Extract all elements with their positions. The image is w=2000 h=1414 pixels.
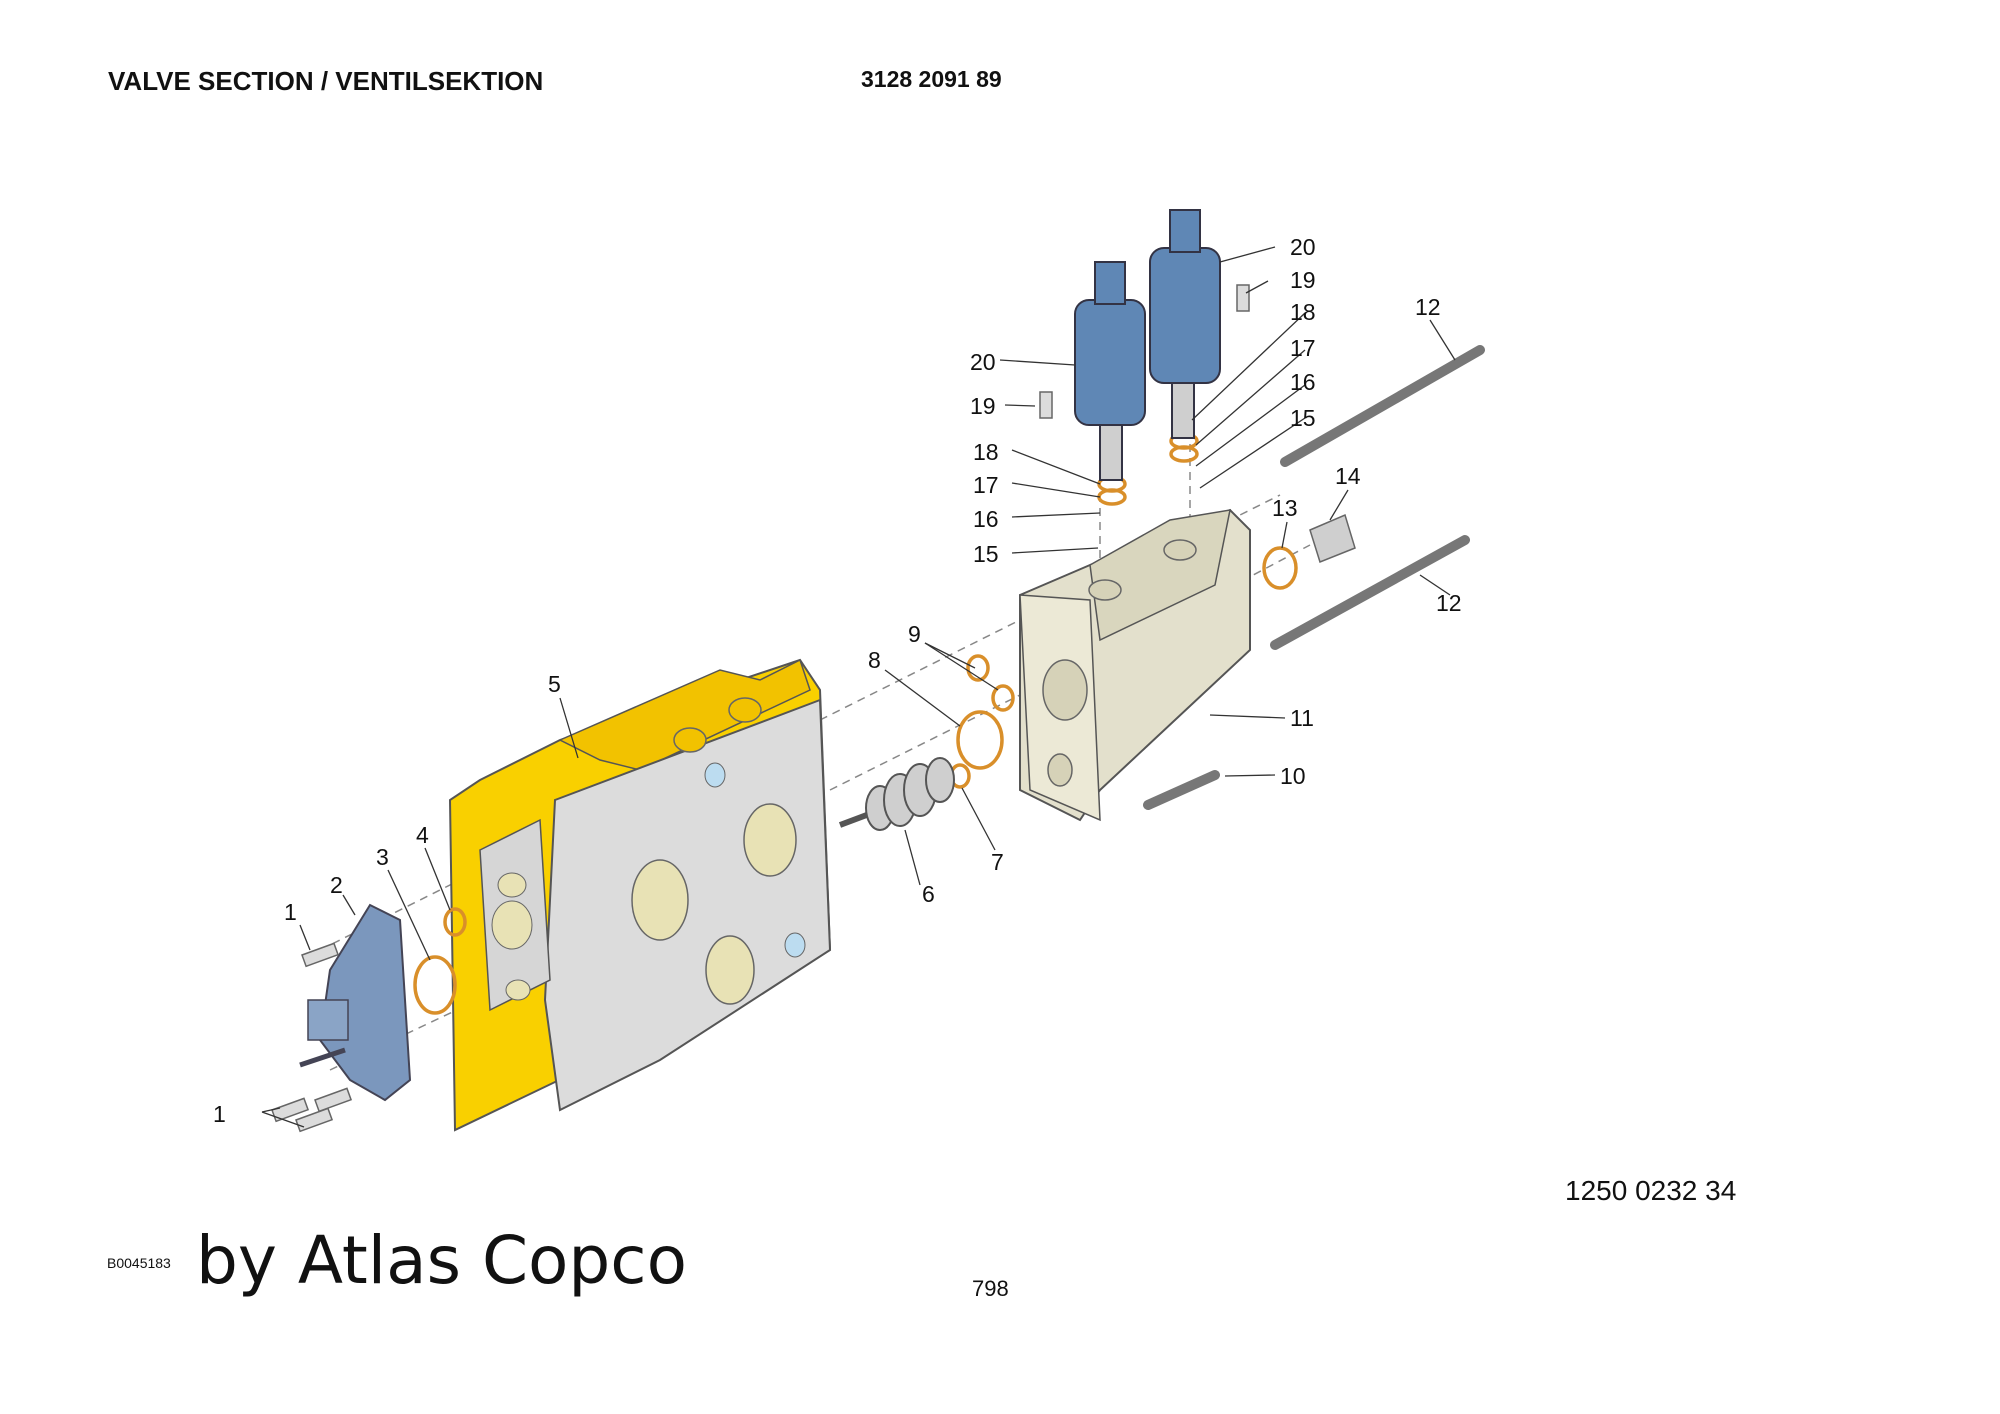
callout-19: 19: [970, 393, 996, 419]
small-screws: [1039, 284, 1356, 563]
callout-1: 1: [213, 1101, 226, 1127]
callout-20: 20: [1290, 234, 1316, 260]
page-number: 798: [972, 1276, 1009, 1301]
callout-16: 16: [1290, 369, 1316, 395]
callout-12: 12: [1436, 590, 1462, 616]
callout-7: 7: [991, 849, 1004, 875]
leader-lines: [261, 246, 1456, 1128]
callout-15: 15: [973, 541, 999, 567]
callout-3: 3: [376, 844, 389, 870]
callout-20: 20: [970, 349, 996, 375]
valve-housing: [448, 658, 832, 1132]
brand-caption: by Atlas Copco: [196, 1222, 687, 1299]
callout-15: 15: [1290, 405, 1316, 431]
part-number: 3128 2091 89: [861, 66, 1002, 92]
solenoids: [1074, 209, 1221, 481]
callout-19: 19: [1290, 267, 1316, 293]
callout-18: 18: [1290, 299, 1316, 325]
spring-assembly: [838, 757, 955, 831]
end-cover: [299, 903, 412, 1102]
image-id: B0045183: [107, 1255, 171, 1271]
callout-17: 17: [1290, 335, 1316, 361]
callout-1: 1: [284, 899, 297, 925]
callout-6: 6: [922, 881, 935, 907]
callout-4: 4: [416, 822, 429, 848]
callout-11: 11: [1290, 705, 1314, 731]
o-rings: [413, 432, 1298, 1015]
tie-bolts: [1143, 345, 1485, 810]
callout-12: 12: [1415, 294, 1441, 320]
callout-9: 9: [908, 621, 921, 647]
callout-10: 10: [1280, 763, 1306, 789]
callout-16: 16: [973, 506, 999, 532]
callout-5: 5: [548, 671, 561, 697]
callout-2: 2: [330, 872, 343, 898]
page-title: VALVE SECTION / VENTILSEKTION: [108, 66, 544, 96]
valve-body: [1019, 508, 1251, 822]
callout-8: 8: [868, 647, 881, 673]
callout-14: 14: [1335, 463, 1361, 489]
reference-number: 1250 0232 34: [1565, 1175, 1737, 1206]
bolts: [271, 942, 353, 1133]
callouts: 1 1 2 3 4 5 6 7 8 9 10 11 12 12 13 14 15…: [213, 234, 1462, 1127]
callout-17: 17: [973, 472, 999, 498]
callout-18: 18: [973, 439, 999, 465]
callout-13: 13: [1272, 495, 1298, 521]
